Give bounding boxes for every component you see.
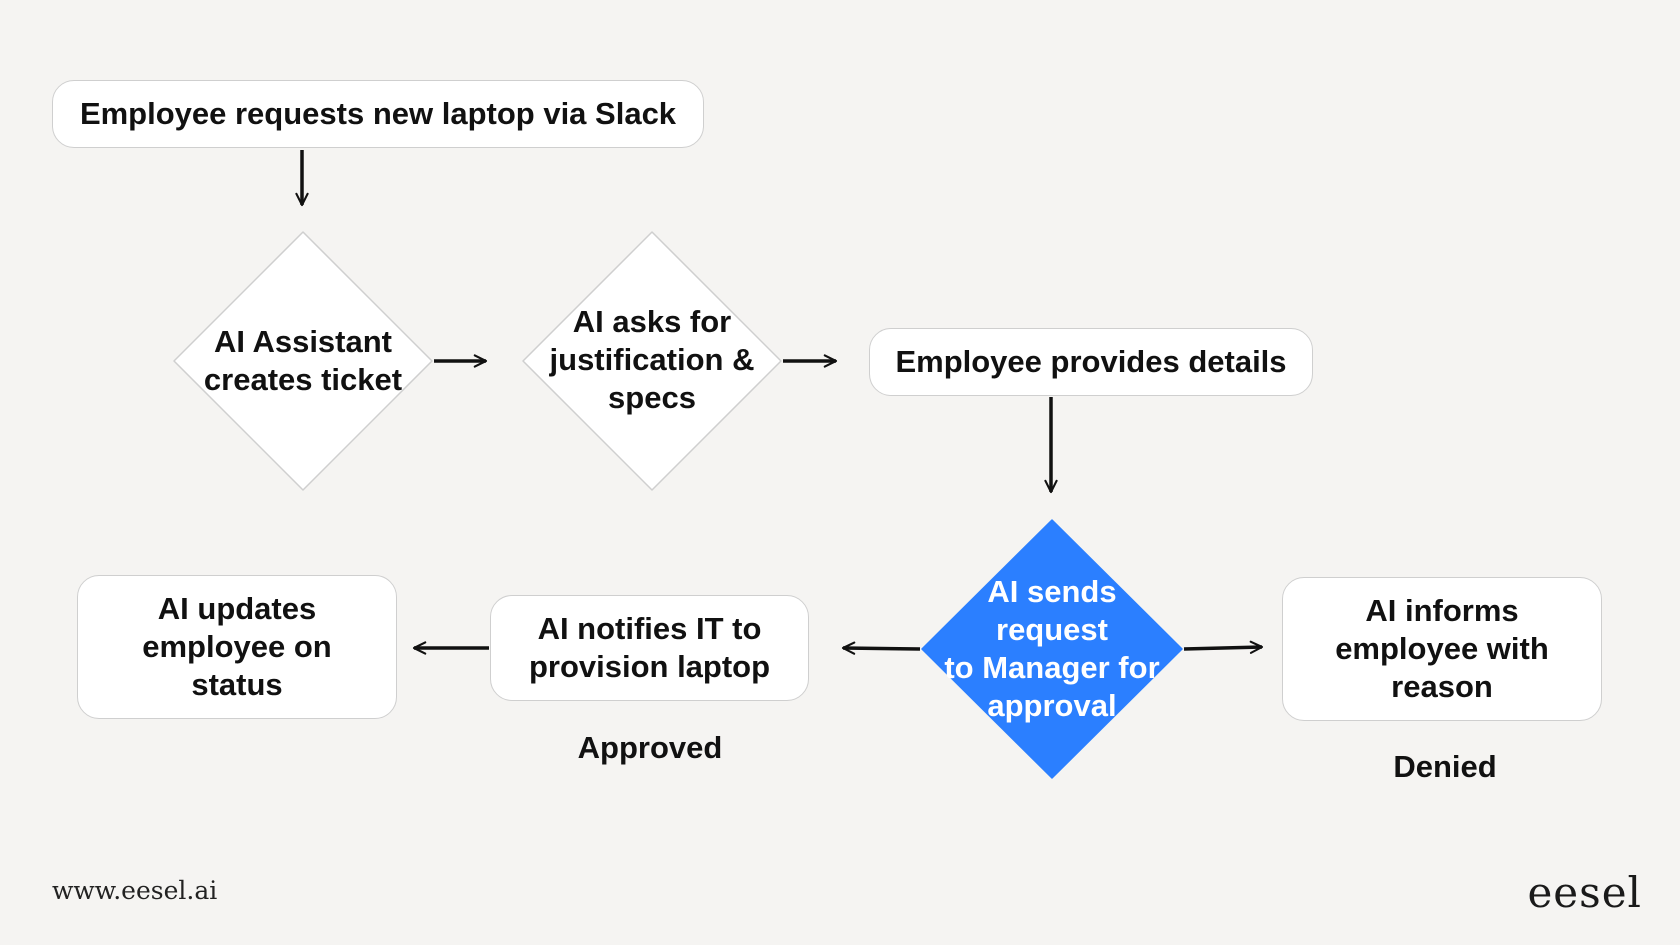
branch-denied-label: Denied — [1335, 749, 1555, 785]
approved-text: Approved — [577, 730, 723, 765]
node-employee-request-label: Employee requests new laptop via Slack — [79, 96, 677, 131]
node-send-manager-label: AI sends request to Manager for approval — [944, 574, 1160, 723]
node-employee-request: Employee requests new laptop via Slack — [52, 80, 704, 148]
arrow-manager-to-inform — [1183, 640, 1264, 654]
node-inform-employee: AI informs employee with reason — [1282, 577, 1602, 721]
diamond-ask-justification — [522, 231, 782, 491]
node-update-employee: AI updates employee on status — [77, 575, 397, 719]
arrow-manager-to-notify — [841, 641, 921, 655]
diamond-ask-justification-text: AI asks for justification & specs — [528, 292, 776, 428]
node-inform-employee-label: AI informs employee with reason — [1335, 593, 1549, 704]
diamond-send-manager-text: AI sends request to Manager for approval — [928, 568, 1176, 730]
diamond-create-ticket — [173, 231, 433, 491]
node-create-ticket-label: AI Assistant creates ticket — [203, 324, 403, 397]
branch-approved-label: Approved — [540, 730, 760, 766]
diamond-create-ticket-text: AI Assistant creates ticket — [184, 302, 422, 420]
diamond-send-manager — [921, 519, 1183, 779]
node-notify-it-label: AI notifies IT to provision laptop — [528, 611, 771, 684]
node-notify-it: AI notifies IT to provision laptop — [490, 595, 809, 701]
footer-url: www.eesel.ai — [52, 876, 218, 905]
node-ask-justification-label: AI asks for justification & specs — [549, 304, 755, 415]
brand-logo: eesel — [1527, 868, 1642, 917]
node-update-employee-label: AI updates employee on status — [142, 591, 332, 702]
node-provides-details-label: Employee provides details — [895, 344, 1287, 379]
denied-text: Denied — [1393, 749, 1497, 784]
node-employee-provides-details: Employee provides details — [869, 328, 1313, 396]
